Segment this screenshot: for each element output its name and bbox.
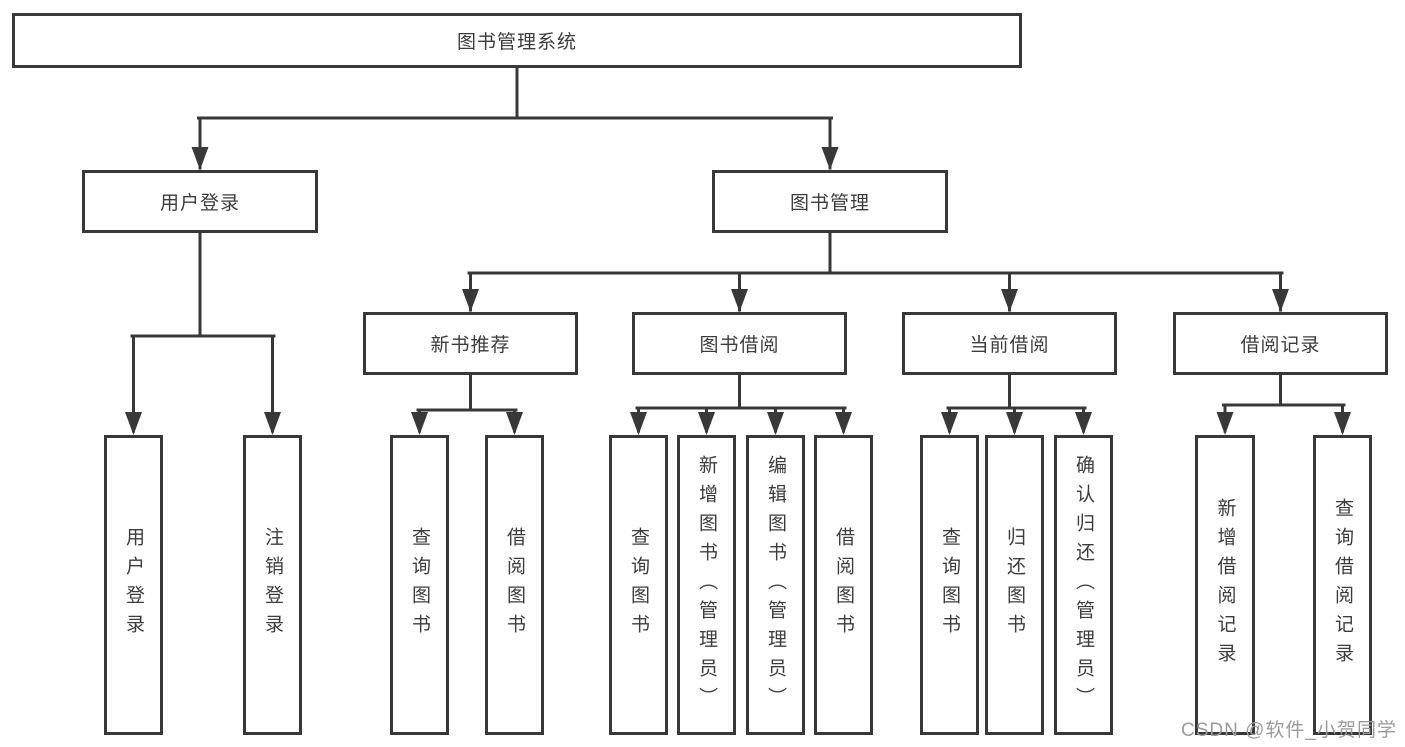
node-book-management-system: 图书管理系统 — [12, 13, 1022, 68]
node-user-login: 用户登录 — [82, 170, 318, 233]
csdn-watermark: CSDN @软件_小贺同学 — [1181, 720, 1397, 741]
leaf-return-books: 归还图书 — [985, 435, 1044, 735]
leaf-add-books-admin: 新增图书（管理员） — [677, 435, 736, 735]
leaf-confirm-return-admin: 确认归还（管理员） — [1054, 435, 1113, 735]
leaf-borrow-books-newbook: 借阅图书 — [485, 435, 544, 735]
tree-edges — [130, 66, 1346, 433]
node-book-management: 图书管理 — [712, 170, 948, 233]
leaf-add-borrow-record: 新增借阅记录 — [1195, 435, 1255, 735]
node-book-borrowing: 图书借阅 — [632, 312, 847, 375]
node-new-book-recommend: 新书推荐 — [363, 312, 578, 375]
leaf-query-borrow-record: 查询借阅记录 — [1313, 435, 1372, 735]
leaf-user-login: 用户登录 — [104, 435, 163, 735]
leaf-borrow-books-borrowing: 借阅图书 — [814, 435, 873, 735]
node-borrow-records: 借阅记录 — [1173, 312, 1388, 375]
leaf-edit-books-admin: 编辑图书（管理员） — [746, 435, 805, 735]
leaf-query-books-current: 查询图书 — [920, 435, 979, 735]
leaf-logout: 注销登录 — [243, 435, 302, 735]
node-current-borrowing: 当前借阅 — [902, 312, 1117, 375]
leaf-query-books-newbook: 查询图书 — [390, 435, 449, 735]
leaf-query-books-borrowing: 查询图书 — [609, 435, 668, 735]
arrow-heads — [125, 147, 1351, 435]
